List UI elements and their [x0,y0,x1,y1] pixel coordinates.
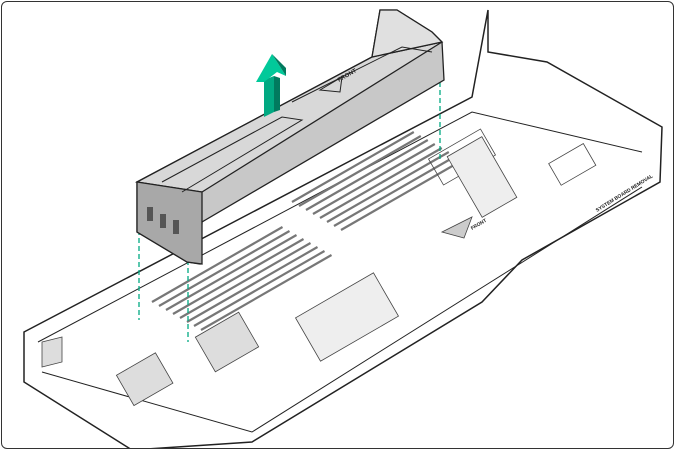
dimm-slot [305,139,429,211]
dimm-slot [326,151,450,223]
dimm-slot [312,143,436,215]
dimm-slot [151,226,284,303]
dimm-slot [298,135,422,207]
alignment-guide-lines [138,82,441,342]
dimm-slot [291,131,415,203]
dimm-slot [172,238,305,315]
air-baffle [134,9,445,265]
dimm-slot [186,246,319,323]
system-board [41,128,597,407]
dimm-slot [319,147,443,219]
dimm-slot [200,254,333,331]
lift-up-arrow-icon [256,54,286,117]
dimm-slot [179,242,312,319]
dimm-slot [333,155,457,227]
dimm-slot [158,230,291,307]
dimm-slot [165,234,298,311]
dimm-slot [193,250,326,327]
dimm-slot [340,159,464,231]
